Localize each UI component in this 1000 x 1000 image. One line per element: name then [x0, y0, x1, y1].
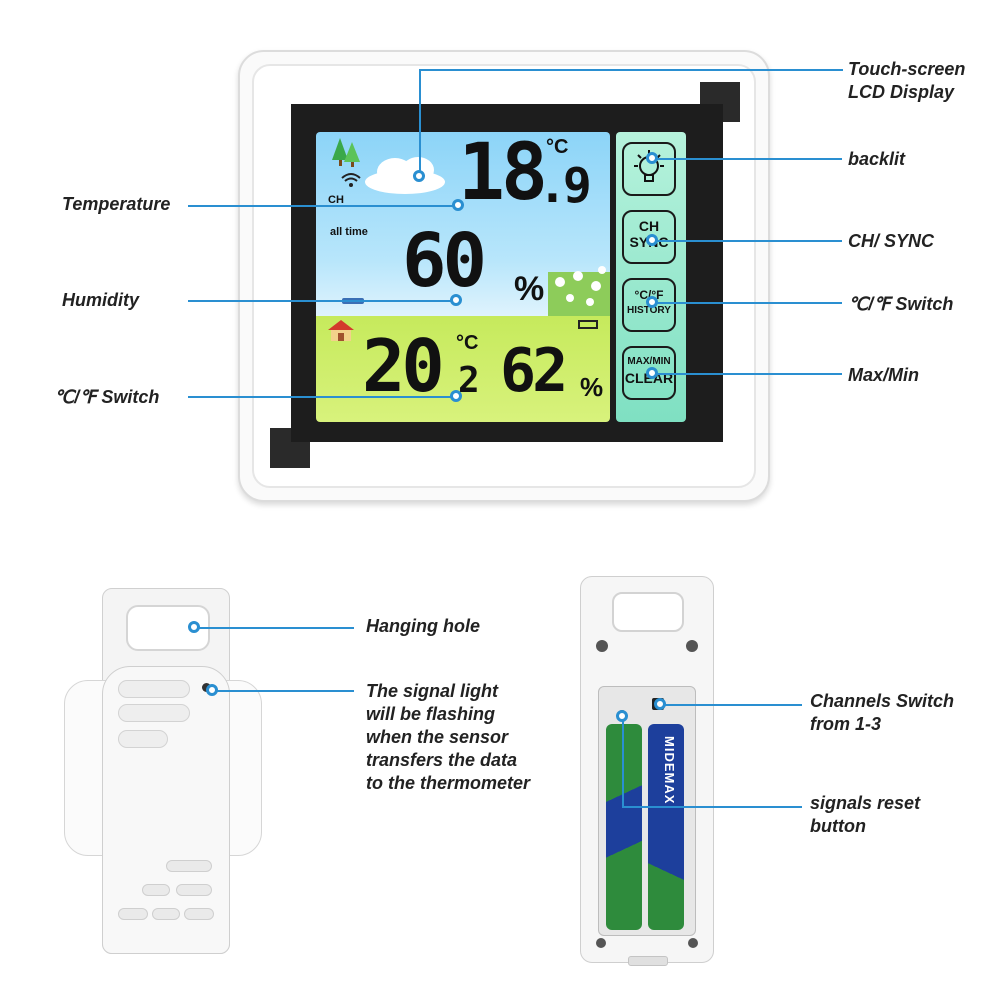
max-min-label: Max/Min [848, 365, 920, 385]
outdoor-temperature: 18 [458, 132, 548, 218]
signal-icon [341, 173, 361, 187]
reset-callout-dot [616, 710, 628, 722]
sensor-slot [176, 884, 212, 896]
ch-sync-callout-dot [646, 234, 658, 246]
channels-switch-callout-line [660, 704, 802, 706]
temperature-callout-line [188, 205, 460, 207]
reset-callout-line [622, 806, 802, 808]
temperature-callout-dot [452, 199, 464, 211]
screw-icon [688, 938, 698, 948]
flowers-illustration [548, 266, 610, 316]
tree-icon [332, 138, 360, 167]
ch-sync-button-top: CH [638, 218, 660, 234]
sensor-vent [118, 730, 168, 748]
humidity-label: Humidity [62, 290, 140, 310]
touch-screen-callout-dot [413, 170, 425, 182]
lcd-screen: CH all time 18 .9 °C 60 % 20 °C 2 [316, 132, 610, 422]
indoor-temperature-unit: °C [456, 332, 479, 354]
cloud-icon [365, 157, 445, 194]
outdoor-humidity-unit: % [514, 270, 545, 308]
signal-light-label: The signal light will be flashing when t… [366, 681, 531, 793]
sensor-slot [152, 908, 180, 920]
battery-brand-text: MIDEMAX [662, 736, 677, 805]
sensor-slot [184, 908, 214, 920]
screw-icon [686, 640, 698, 652]
indoor-humidity: 62 [500, 336, 568, 406]
touch-screen-label: Touch-screen LCD Display [848, 59, 966, 102]
sensor-vent [118, 704, 190, 722]
backlit-callout-line [652, 158, 842, 160]
max-min-callout-line [652, 373, 842, 375]
screw-icon [596, 640, 608, 652]
backlit-callout-dot [646, 152, 658, 164]
ch-sync-callout-line [652, 240, 842, 242]
humidity-callout-dot [450, 294, 462, 306]
house-icon [328, 320, 354, 341]
reset-button-label: signals reset button [810, 793, 921, 836]
outdoor-temperature-unit: °C [546, 136, 569, 158]
hanging-hole-label: Hanging hole [366, 616, 480, 636]
sensor-slot [142, 884, 170, 896]
indoor-temperature: 20 [362, 324, 445, 408]
cf-history-button-bottom: HISTORY [627, 305, 671, 316]
backlit-button[interactable] [622, 142, 676, 196]
all-time-text: all time [330, 226, 368, 238]
battery-left [606, 724, 642, 930]
cf-switch-left-callout-dot [450, 390, 462, 402]
sensor-vent [118, 680, 190, 698]
cf-switch-left-callout-line [188, 396, 456, 398]
humidity-callout-line [188, 300, 456, 302]
battery-icon [578, 320, 598, 329]
sensor-hanging-handle [612, 592, 684, 632]
battery-right [648, 724, 684, 930]
channels-switch-callout-dot [654, 698, 666, 710]
screw-icon [596, 938, 606, 948]
signal-light-callout-dot [206, 684, 218, 696]
backlit-label: backlit [848, 149, 906, 169]
reset-callout-line-vertical [622, 716, 624, 806]
max-min-button-top: MAX/MIN [627, 356, 671, 367]
touch-screen-callout-line-vertical [419, 69, 421, 173]
sensor-slot [118, 908, 148, 920]
channel-indicator: CH [328, 194, 344, 206]
cf-switch-left-label: ℃/℉ Switch [54, 387, 160, 407]
max-min-callout-dot [646, 367, 658, 379]
cf-switch-right-callout-dot [646, 296, 658, 308]
sensor-slot [166, 860, 212, 872]
outdoor-humidity: 60 [402, 218, 487, 304]
hanging-hole-callout-line [194, 627, 354, 629]
cf-switch-right-callout-line [652, 302, 842, 304]
cf-switch-right-label: ℃/℉ Switch [848, 294, 954, 314]
sensor-latch [628, 956, 668, 966]
signal-light-callout-line [212, 690, 354, 692]
outdoor-temperature-decimal: .9 [538, 158, 592, 214]
indoor-temperature-decimal: 2 [458, 360, 480, 401]
lcd-indoor-area [316, 316, 610, 422]
temperature-label: Temperature [62, 194, 171, 214]
touch-screen-callout-line [419, 69, 843, 71]
channels-switch-label: Channels Switch from 1-3 [810, 691, 955, 734]
indoor-humidity-unit: % [580, 372, 604, 402]
hanging-hole-callout-dot [188, 621, 200, 633]
ch-sync-label: CH/ SYNC [848, 231, 935, 251]
